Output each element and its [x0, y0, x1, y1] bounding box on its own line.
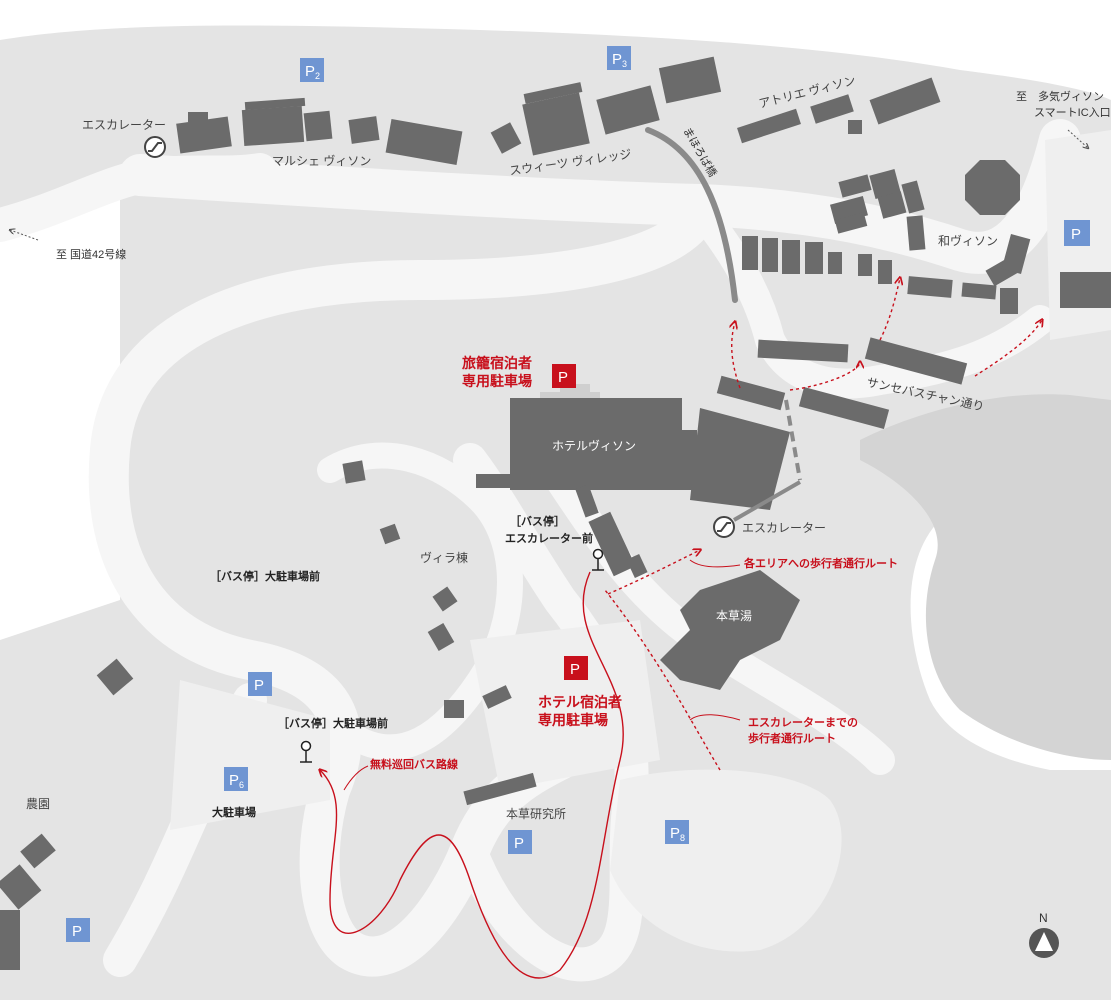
svg-text:P: P	[254, 677, 264, 694]
wa-vison-buildings	[742, 160, 1111, 314]
svg-text:P: P	[72, 923, 82, 940]
villa-label: ヴィラ棟	[420, 550, 468, 565]
parking-sign-p8: P 8	[665, 820, 689, 844]
bus-stop-icon-large-parking	[300, 740, 312, 763]
sweets-village-buildings	[490, 56, 722, 156]
svg-text:P: P	[558, 369, 568, 386]
hotel-parking-label: ホテル宿泊者	[538, 694, 622, 710]
escalator-structures	[733, 399, 802, 522]
large-parking-label: 大駐車場	[212, 805, 256, 819]
bus-stop-upper-label: ［バス停］大駐車場前	[210, 569, 320, 583]
escalator-west-label: エスカレーター	[82, 118, 166, 132]
bus-stop-escalator-label-2: エスカレーター前	[505, 531, 593, 545]
hotel-parking-sign: P	[564, 656, 588, 680]
ryokan-parking-label-2: 専用駐車場	[462, 373, 532, 389]
north-arrow: N	[1029, 911, 1059, 958]
escalator-route-label-2: 歩行者通行ルート	[748, 731, 836, 745]
honzoyu-label: 本草湯	[716, 609, 752, 623]
direction-arrows	[10, 129, 1088, 241]
svg-text:P: P	[670, 825, 680, 842]
bus-stop-icon-escalator	[592, 548, 604, 571]
mahoroba-bridge	[645, 127, 738, 303]
hotel-vison-complex	[476, 384, 790, 579]
hotel-parking-label-2: 専用駐車場	[538, 712, 608, 728]
marche-label: マルシェ ヴィソン	[272, 153, 371, 168]
to-taki-label: 至 多気ヴィソン	[1016, 89, 1104, 103]
to-taki-label-2: スマートIC入口	[1034, 107, 1111, 119]
hotel-vison-label: ホテルヴィソン	[552, 438, 636, 453]
escalator-route-label: エスカレーターまでの	[748, 716, 858, 729]
honzoyu-building	[660, 570, 800, 690]
parking-areas	[170, 130, 1111, 952]
svg-text:8: 8	[680, 833, 685, 843]
escalator-icon-east	[713, 516, 735, 538]
marche-buildings	[176, 97, 463, 165]
villa-buildings	[342, 460, 537, 806]
svg-text:P: P	[612, 51, 622, 68]
parking-sign-institute: P	[508, 830, 532, 854]
svg-text:P: P	[229, 772, 239, 789]
parking-sign-east: P	[1064, 220, 1090, 246]
parking-sign-p2: P 2	[300, 58, 324, 82]
pedestrian-route-all-label: 各エリアへの歩行者通行ルート	[743, 556, 898, 570]
ryokan-parking-label: 旅籠宿泊者	[462, 355, 532, 371]
parking-sign-p3: P 3	[607, 46, 631, 70]
bus-stop-escalator-label: ［バス停］	[510, 514, 565, 528]
to-route42-label: 至 国道42号線	[56, 247, 126, 261]
svg-text:2: 2	[315, 71, 320, 81]
pedestrian-routes	[604, 278, 1042, 771]
svg-text:P: P	[570, 661, 580, 678]
honzo-institute-label: 本草研究所	[506, 806, 566, 821]
ryokan-parking-sign: P	[552, 364, 576, 388]
svg-text:6: 6	[239, 780, 244, 790]
parking-sign-farm: P	[66, 918, 90, 942]
escalator-icon-west	[144, 136, 166, 158]
svg-text:P: P	[514, 835, 524, 852]
svg-text:3: 3	[622, 59, 627, 69]
free-bus-route	[320, 571, 624, 979]
bus-stop-lower-label: ［バス停］大駐車場前	[278, 716, 388, 730]
sansebastian-buildings	[716, 337, 968, 430]
farm-buildings	[0, 658, 134, 970]
svg-text:P: P	[305, 63, 315, 80]
free-bus-label: 無料巡回バス路線	[370, 757, 458, 771]
parking-sign-villa: P	[248, 672, 272, 696]
wa-vison-label: 和ヴィソン	[938, 233, 998, 248]
atelier-buildings	[737, 77, 941, 144]
svg-text:P: P	[1071, 226, 1081, 243]
farm-label: 農園	[26, 797, 50, 811]
annotation-leaders	[343, 559, 741, 791]
svg-text:N: N	[1039, 911, 1048, 925]
parking-sign-p6: P 6	[224, 767, 248, 791]
escalator-east-label: エスカレーター	[742, 521, 826, 535]
